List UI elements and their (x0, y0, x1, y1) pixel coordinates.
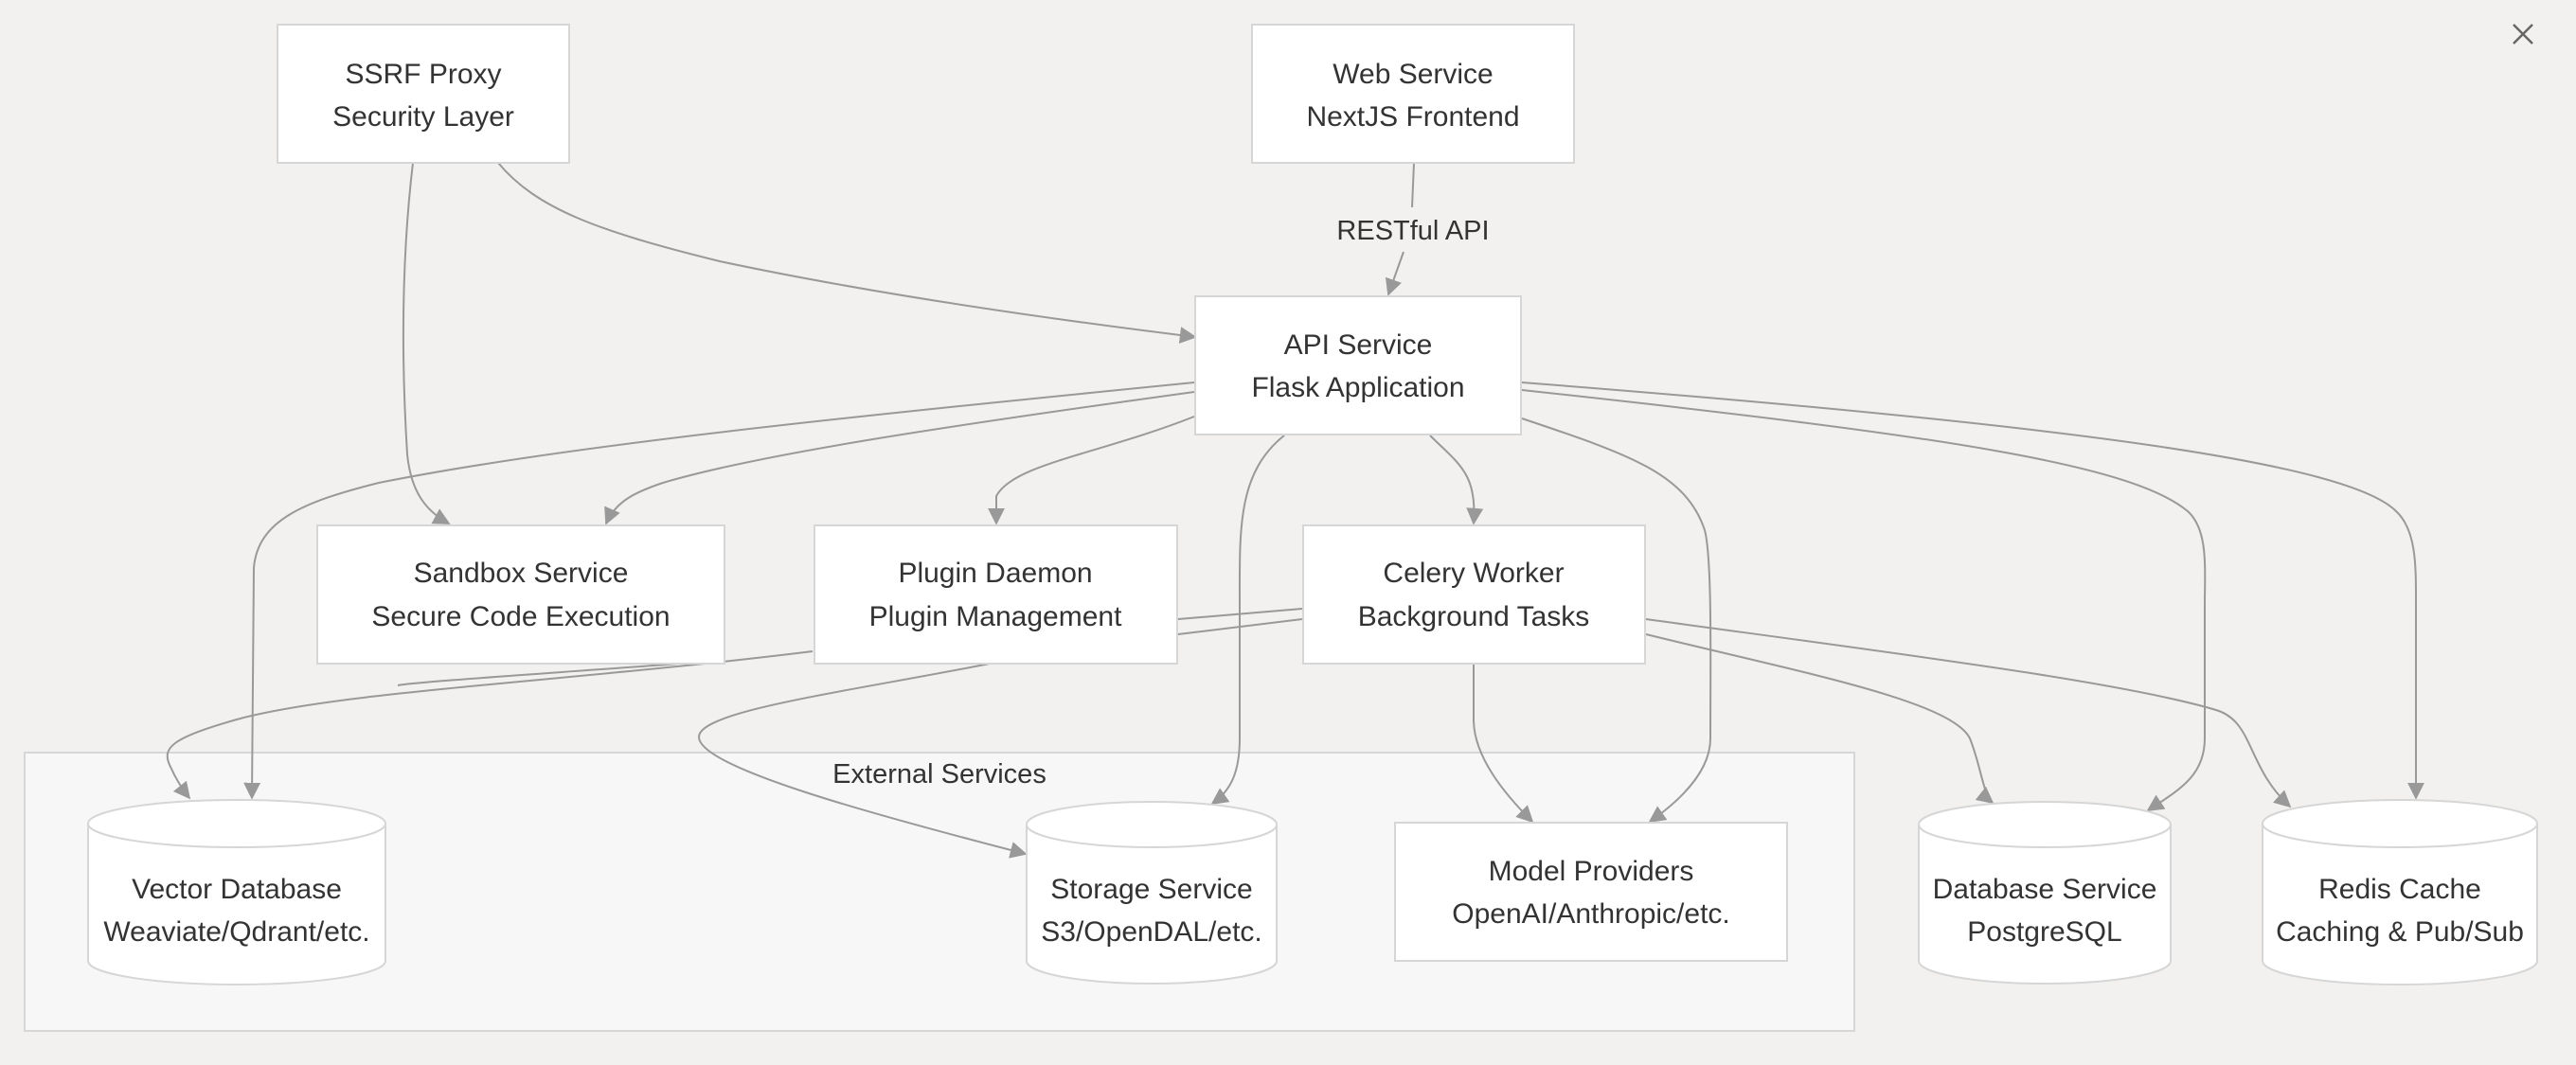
edge-ssrf-api (497, 162, 1197, 344)
svg-text:Model Providers: Model Providers (1489, 856, 1694, 887)
edge-ssrf-sandbox (402, 162, 451, 524)
edge-web-api (1411, 162, 1415, 208)
node-model-providers: Model Providers OpenAI/Anthropic/etc. (1394, 822, 1788, 962)
svg-text:Flask Application: Flask Application (1251, 372, 1464, 403)
svg-text:Redis Cache: Redis Cache (2318, 874, 2481, 905)
edge-celery-redis (1645, 618, 2292, 808)
edge-celery-database (1645, 633, 1995, 805)
svg-text:Plugin Daemon: Plugin Daemon (898, 558, 1092, 589)
svg-text:Weaviate/Qdrant/etc.: Weaviate/Qdrant/etc. (103, 916, 369, 948)
edge-web-api-2 (1385, 251, 1404, 296)
edge-sandbox-line (397, 662, 692, 686)
node-storage-service: Storage Service S3/OpenDAL/etc. (1026, 801, 1278, 985)
close-icon[interactable] (2506, 17, 2540, 51)
svg-text:RESTful API: RESTful API (1336, 216, 1489, 246)
edge-api-models (1521, 417, 1712, 824)
svg-text:SSRF Proxy: SSRF Proxy (345, 59, 501, 90)
svg-text:Storage Service: Storage Service (1050, 874, 1252, 905)
svg-text:OpenAI/Anthropic/etc.: OpenAI/Anthropic/etc. (1452, 898, 1730, 930)
node-database-service: Database Service PostgreSQL (1918, 801, 2172, 985)
edge-api-vector (243, 382, 1195, 800)
edge-celery-plugin (1177, 608, 1303, 620)
node-vector-database: Vector Database Weaviate/Qdrant/etc. (87, 799, 386, 985)
svg-text:Secure Code Execution: Secure Code Execution (371, 601, 670, 632)
svg-text:PostgreSQL: PostgreSQL (1967, 916, 2121, 948)
edge-api-redis (1521, 382, 2424, 800)
svg-text:NextJS Frontend: NextJS Frontend (1306, 101, 1519, 133)
node-redis-cache: Redis Cache Caching & Pub/Sub (2262, 799, 2538, 985)
edge-api-database (1521, 389, 2207, 811)
node-celery-worker: Celery Worker Background Tasks (1302, 524, 1646, 665)
svg-text:Database Service: Database Service (1933, 874, 2157, 905)
svg-text:Web Service: Web Service (1333, 59, 1494, 90)
cluster-label: External Services (832, 759, 1046, 790)
node-ssrf-proxy: SSRF Proxy Security Layer (277, 24, 570, 164)
edge-celery-models (1473, 663, 1534, 824)
edges (166, 162, 2424, 859)
edge-api-plugin (988, 416, 1195, 525)
svg-text:Vector Database: Vector Database (132, 874, 342, 905)
svg-text:Plugin Management: Plugin Management (869, 601, 1123, 632)
edge-plugin-storage (697, 662, 1028, 859)
svg-text:Sandbox Service: Sandbox Service (414, 558, 629, 589)
edge-plugin-vector (166, 650, 814, 800)
edge-api-sandbox (604, 391, 1195, 525)
edge-label-restful-api: RESTful API (1333, 210, 1493, 250)
node-api-service: API Service Flask Application (1194, 295, 1522, 435)
node-sandbox-service: Sandbox Service Secure Code Execution (316, 524, 725, 665)
svg-text:Caching & Pub/Sub: Caching & Pub/Sub (2276, 916, 2524, 948)
svg-text:Security Layer: Security Layer (332, 101, 514, 133)
edge-api-celery (1429, 435, 1484, 525)
edge-api-storage (1210, 435, 1285, 806)
node-web-service: Web Service NextJS Frontend (1251, 24, 1575, 164)
edge-celery-plugin-2 (1177, 618, 1303, 635)
svg-text:API Service: API Service (1284, 329, 1433, 361)
node-plugin-daemon: Plugin Daemon Plugin Management (814, 524, 1178, 665)
svg-text:S3/OpenDAL/etc.: S3/OpenDAL/etc. (1041, 916, 1261, 948)
svg-text:Background Tasks: Background Tasks (1358, 601, 1590, 632)
svg-text:Celery Worker: Celery Worker (1383, 558, 1564, 589)
